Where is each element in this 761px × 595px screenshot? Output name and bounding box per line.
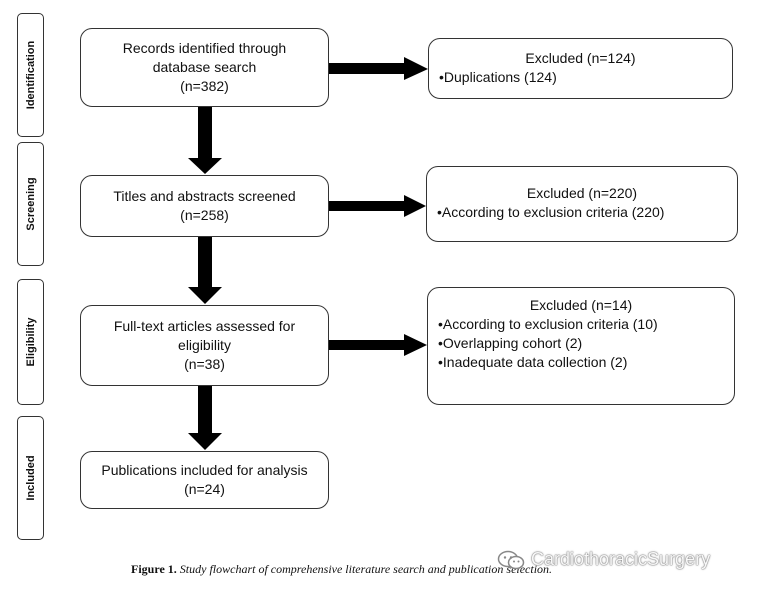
- excluded-eligibility-item-3: Inadequate data collection (2): [438, 353, 724, 372]
- excluded-screening-item: According to exclusion criteria (220): [437, 203, 727, 222]
- fulltext-line-2: eligibility: [178, 337, 231, 353]
- arrow-right-1: [329, 57, 428, 80]
- fulltext-line-1: Full-text articles assessed for: [113, 318, 296, 334]
- arrow-down-3: [188, 386, 222, 450]
- screened-line-1: Titles and abstracts screened: [113, 188, 296, 204]
- included-line-2: (n=24): [184, 481, 225, 497]
- watermark-text: CardiothoracicSurgery: [531, 549, 711, 569]
- caption-text: Study flowchart of comprehensive literat…: [179, 562, 553, 576]
- figure-caption: Figure 1. Study flowchart of comprehensi…: [131, 562, 552, 577]
- box-publications-included: Publications included for analysis (n=24…: [80, 451, 329, 509]
- wechat-logo-icon: [497, 550, 525, 569]
- box-excluded-eligibility: Excluded (n=14) According to exclusion c…: [427, 287, 735, 405]
- stage-eligibility: Eligibility: [17, 279, 44, 405]
- arrow-right-2: [328, 195, 426, 217]
- arrow-down-1: [188, 107, 222, 174]
- stage-identification: Identification: [17, 13, 44, 137]
- identified-line-1: Records identified through: [122, 40, 287, 56]
- box-excluded-screening: Excluded (n=220) According to exclusion …: [426, 166, 738, 242]
- identified-line-3: (n=382): [180, 78, 229, 94]
- arrow-down-2: [188, 237, 222, 304]
- stage-screening: Screening: [17, 142, 44, 266]
- fulltext-line-3: (n=38): [184, 356, 225, 372]
- box-records-identified: Records identified through database sear…: [80, 28, 329, 107]
- screened-line-2: (n=258): [180, 207, 229, 223]
- arrow-right-3: [328, 334, 427, 356]
- excluded-eligibility-title: Excluded (n=14): [529, 297, 633, 313]
- box-titles-screened: Titles and abstracts screened (n=258): [80, 175, 329, 237]
- excluded-eligibility-item-1: According to exclusion criteria (10): [438, 315, 724, 334]
- excluded-eligibility-item-2: Overlapping cohort (2): [438, 334, 724, 353]
- excluded-screening-title: Excluded (n=220): [526, 185, 638, 201]
- box-fulltext-assessed: Full-text articles assessed for eligibil…: [80, 305, 329, 386]
- identified-line-2: database search: [152, 59, 257, 75]
- excluded-identification-title: Excluded (n=124): [525, 50, 636, 66]
- watermark: CardiothoracicSurgery: [497, 549, 710, 570]
- box-excluded-identification: Excluded (n=124) Duplications (124): [428, 38, 733, 99]
- caption-label: Figure 1.: [131, 562, 177, 576]
- stage-included: Included: [17, 416, 44, 540]
- excluded-identification-item: Duplications (124): [439, 68, 722, 87]
- included-line-1: Publications included for analysis: [101, 462, 308, 478]
